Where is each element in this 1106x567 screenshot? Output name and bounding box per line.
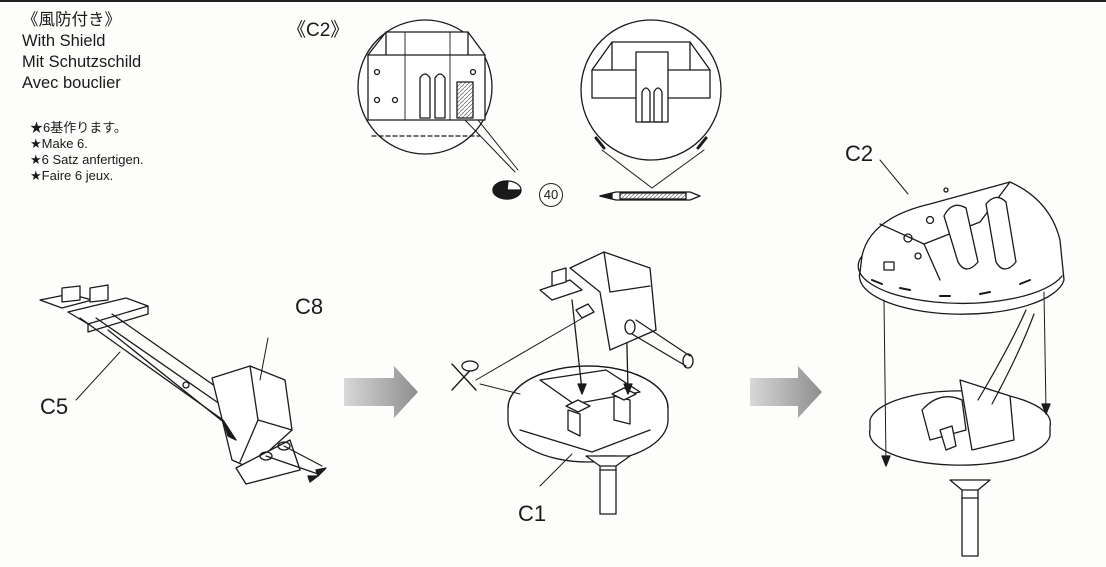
part-label-c5: C5 (40, 394, 69, 419)
dome-assembly-c2 (857, 159, 1065, 557)
part-label-c2: C2 (845, 141, 874, 166)
part-label-c8: C8 (295, 294, 324, 319)
step-heading: 《風防付き》 With Shield Mit Schutzschild Avec… (22, 10, 141, 94)
instruction-notes: ★6基作ります。 ★Make 6. ★6 Satz anfertigen. ★F… (30, 120, 144, 184)
note-french: ★Faire 6 jeux. (30, 168, 114, 183)
heading-french: Avec bouclier (22, 74, 121, 92)
detail-label: 《C2》 (287, 20, 350, 41)
step-arrow-icon (750, 366, 822, 418)
part-label-c1: C1 (518, 501, 547, 526)
heading-german: Mit Schutzschild (22, 53, 142, 71)
note-japanese: ★6基作ります。 (30, 120, 127, 135)
paint-swatch-icon (492, 180, 522, 200)
top-border (0, 0, 1106, 2)
mount-assembly-c1 (507, 299, 669, 515)
note-german: ★6 Satz anfertigen. (30, 152, 144, 167)
detail-circle-interior (357, 19, 519, 173)
step-arrow-icon (344, 366, 418, 418)
gun-assembly-c5-c8 (39, 284, 327, 485)
paint-number-badge: 40 (539, 183, 563, 207)
detail-circle-side (580, 19, 722, 189)
cut-mark-icon (451, 315, 587, 395)
heading-english: With Shield (22, 32, 106, 50)
knife-icon (599, 191, 701, 201)
gun-shield-assembly (539, 251, 694, 369)
note-english: ★Make 6. (30, 136, 88, 151)
heading-japanese: 《風防付き》 (22, 11, 121, 29)
